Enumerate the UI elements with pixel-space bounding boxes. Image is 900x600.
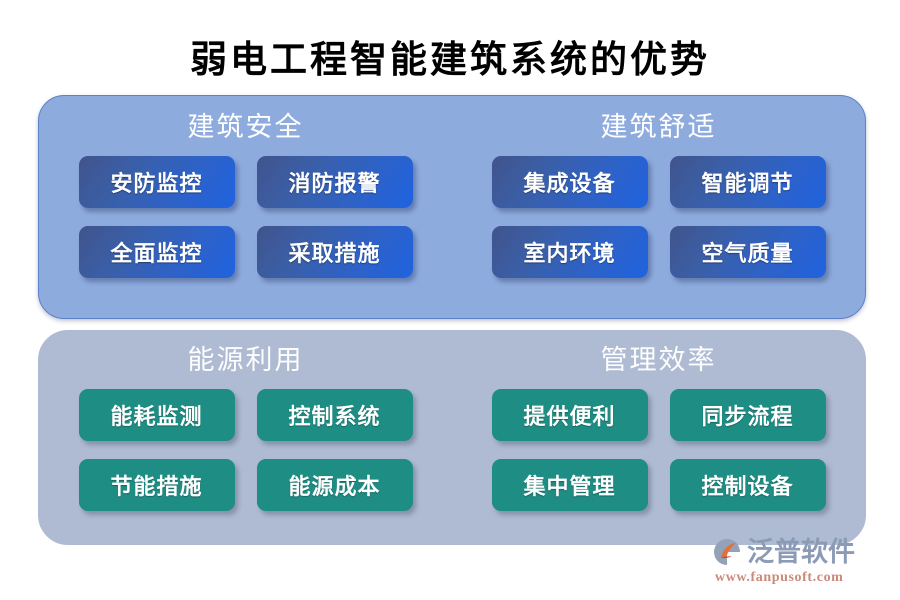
group-building-safety: 建筑安全 安防监控 消防报警 全面监控 采取措施 [39,96,452,318]
item-chip[interactable]: 集成设备 [491,156,648,208]
item-chip[interactable]: 空气质量 [669,226,826,278]
item-grid-energy-utilization: 能耗监测 控制系统 节能措施 能源成本 [39,389,452,511]
item-chip[interactable]: 提供便利 [491,389,648,441]
brand-name: 泛普软件 [747,537,855,567]
brand-logo[interactable]: 泛普软件 www.fanpusoft.com [712,536,882,588]
item-chip[interactable]: 全面监控 [78,226,235,278]
fanpu-logo-icon [712,537,742,567]
panel-operations: 能源利用 能耗监测 控制系统 节能措施 能源成本 管理效率 提供便利 同步流程 … [38,330,866,545]
group-title-building-comfort: 建筑舒适 [600,112,717,142]
item-chip[interactable]: 能源成本 [256,459,413,511]
item-chip[interactable]: 消防报警 [256,156,413,208]
item-chip[interactable]: 智能调节 [669,156,826,208]
item-chip[interactable]: 控制设备 [669,459,826,511]
group-title-energy-utilization: 能源利用 [187,345,304,375]
brand-url: www.fanpusoft.com [715,570,844,585]
item-grid-building-comfort: 集成设备 智能调节 室内环境 空气质量 [452,156,865,278]
page-title: 弱电工程智能建筑系统的优势 [190,40,710,81]
group-title-management-efficiency: 管理效率 [600,345,717,375]
item-chip[interactable]: 室内环境 [491,226,648,278]
item-chip[interactable]: 采取措施 [256,226,413,278]
item-chip[interactable]: 能耗监测 [78,389,235,441]
item-grid-management-efficiency: 提供便利 同步流程 集中管理 控制设备 [452,389,865,511]
item-chip[interactable]: 控制系统 [256,389,413,441]
group-management-efficiency: 管理效率 提供便利 同步流程 集中管理 控制设备 [452,331,865,544]
panel-building: 建筑安全 安防监控 消防报警 全面监控 采取措施 建筑舒适 集成设备 智能调节 … [38,95,866,319]
item-chip[interactable]: 同步流程 [669,389,826,441]
brand-row: 泛普软件 [712,536,882,568]
group-title-building-safety: 建筑安全 [187,112,304,142]
item-chip[interactable]: 节能措施 [78,459,235,511]
item-grid-building-safety: 安防监控 消防报警 全面监控 采取措施 [39,156,452,278]
item-chip[interactable]: 安防监控 [78,156,235,208]
item-chip[interactable]: 集中管理 [491,459,648,511]
group-building-comfort: 建筑舒适 集成设备 智能调节 室内环境 空气质量 [452,96,865,318]
group-energy-utilization: 能源利用 能耗监测 控制系统 节能措施 能源成本 [39,331,452,544]
